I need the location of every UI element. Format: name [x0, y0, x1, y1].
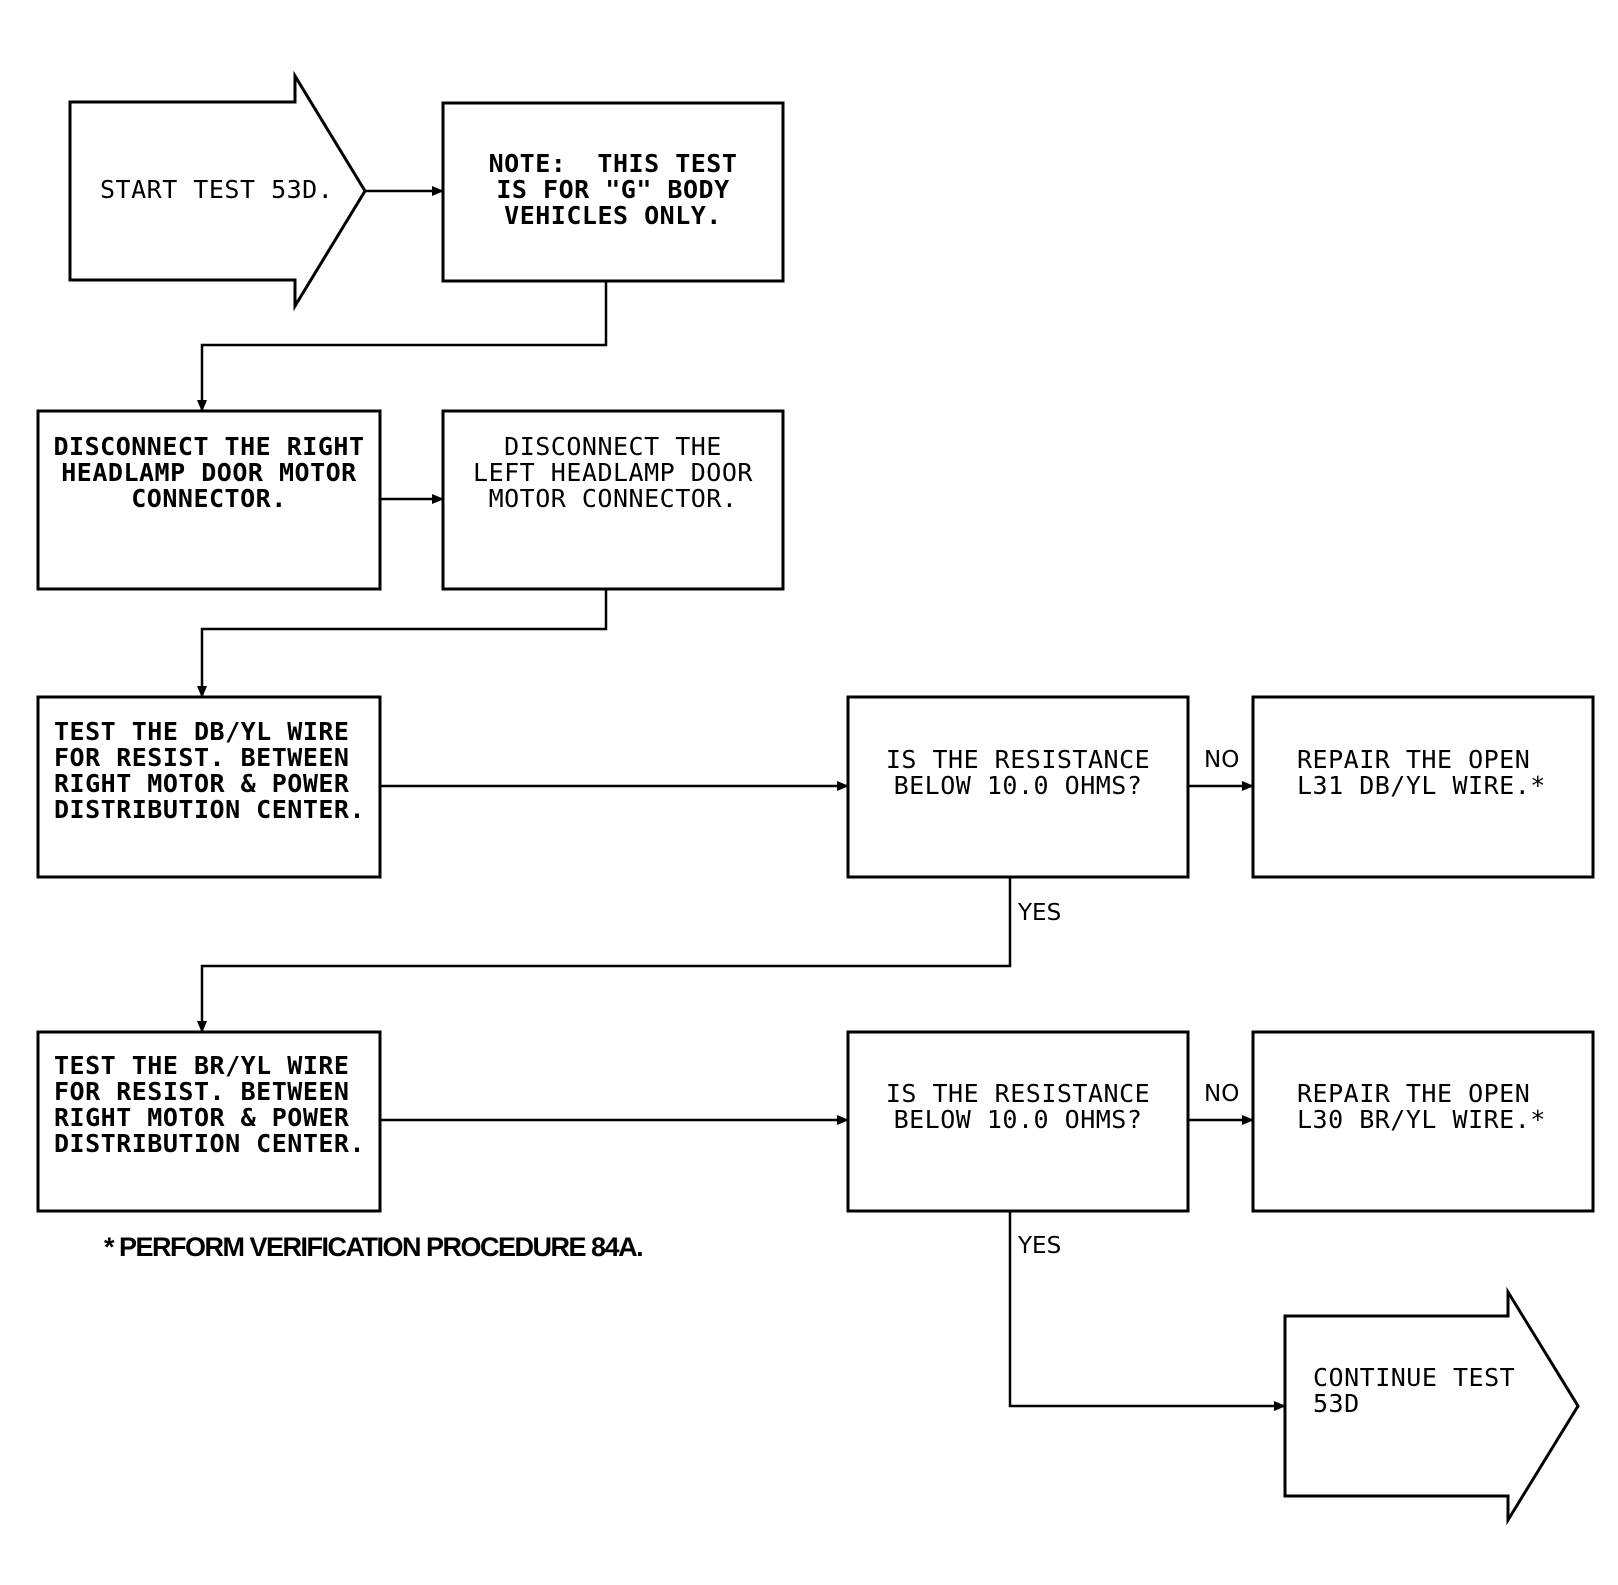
question-2-label: IS THE RESISTANCE BELOW 10.0 OHMS?: [885, 1079, 1151, 1134]
test-dbyl-label: TEST THE DB/YL WIRE FOR RESIST. BETWEEN …: [54, 717, 366, 824]
continue-label: CONTINUE TEST 53D: [1313, 1363, 1516, 1418]
disconnect-right-box: [36, 409, 382, 591]
disconnect-left-box: [441, 409, 785, 591]
start-label: START TEST 53D.: [100, 175, 334, 204]
repair-l30-box: [1251, 1030, 1595, 1213]
footnote: * PERFORM VERIFICATION PROCEDURE 84A.: [104, 1232, 644, 1262]
question-1-no-label: NO: [1204, 747, 1240, 773]
question-1-label: IS THE RESISTANCE BELOW 10.0 OHMS?: [885, 745, 1151, 800]
test-bryl-box: [36, 1030, 382, 1213]
note-box: [441, 101, 785, 283]
note-to-disconnect-right-connector: [197, 281, 608, 412]
question-2-no-label: NO: [1204, 1081, 1240, 1107]
repair-l31-label: REPAIR THE OPEN L31 DB/YL WIRE.*: [1297, 745, 1546, 800]
disconnect-right-label: DISCONNECT THE RIGHT HEADLAMP DOOR MOTOR…: [53, 432, 365, 513]
question-2-box: [846, 1030, 1190, 1213]
question-1-yes-label: YES: [1018, 900, 1062, 926]
question-1-yes-connector: [197, 877, 1012, 1033]
continue-arrow-shape: [1283, 1286, 1580, 1526]
repair-l30-label: REPAIR THE OPEN L30 BR/YL WIRE.*: [1297, 1079, 1546, 1134]
note-label: NOTE: THIS TEST IS FOR "G" BODY VEHICLES…: [488, 149, 738, 230]
test-bryl-label: TEST THE BR/YL WIRE FOR RESIST. BETWEEN …: [54, 1051, 366, 1158]
repair-l31-box: [1251, 695, 1595, 879]
disconnect-left-to-test-dbyl-connector: [197, 589, 608, 698]
question-2-yes-label: YES: [1018, 1233, 1062, 1259]
start-arrow-shape: [68, 70, 367, 312]
test-dbyl-box: [36, 695, 382, 879]
question-2-yes-connector: [1008, 1211, 1286, 1411]
disconnect-left-label: DISCONNECT THE LEFT HEADLAMP DOOR MOTOR …: [473, 432, 753, 513]
